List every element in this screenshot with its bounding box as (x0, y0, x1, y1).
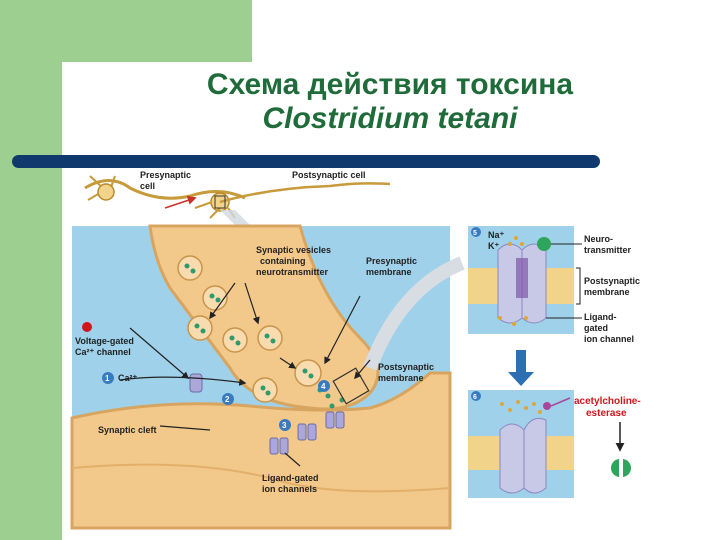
label-neurotransmitter-1: Neuro- (584, 234, 613, 244)
label-presynaptic-cell-2: cell (140, 181, 155, 191)
label-presynaptic-membrane-2: membrane (366, 267, 412, 277)
label-ligand-gated-right-3: ion channel (584, 334, 634, 344)
label-ligand-gated-bottom-1: Ligand-gated (262, 473, 319, 483)
zoom-box (332, 367, 370, 405)
label-vesicles-2: containing (260, 256, 306, 266)
label-postsynaptic-membrane-left-2: membrane (378, 373, 424, 383)
label-postsynaptic-membrane-left-1: Postsynaptic (378, 362, 434, 372)
label-vesicles-3: neurotransmitter (256, 267, 329, 277)
label-ca: Ca²⁺ (118, 373, 138, 383)
step-5-number: 5 (473, 230, 477, 237)
label-esterase-1: acetylcholine- (574, 396, 641, 407)
ligand-gated-channels (269, 411, 345, 455)
label-ligand-gated-right-2: gated (584, 323, 608, 333)
voltage-gated-channel (189, 373, 203, 393)
left-green-band (0, 0, 62, 540)
label-na: Na⁺ (488, 230, 505, 240)
label-voltage-gated-1: Voltage-gated (75, 336, 134, 346)
split-molecule-left (610, 459, 619, 477)
neuron-illustration (84, 175, 391, 219)
label-presynaptic-cell-1: Presynaptic (140, 170, 191, 180)
down-arrow-head (508, 372, 534, 386)
label-vesicles-1: Synaptic vesicles (256, 245, 331, 255)
label-esterase-2: esterase (586, 408, 627, 419)
label-ligand-gated-right-1: Ligand- (584, 312, 617, 322)
label-neurotransmitter-2: transmitter (584, 245, 632, 255)
slide-title: Схема действия токсина Clostridium tetan… (110, 68, 670, 136)
step-3-number: 3 (282, 421, 287, 430)
title-underline-bar (12, 155, 600, 168)
step-4-number: 4 (321, 382, 326, 391)
label-postsynaptic-cell: Postsynaptic cell (292, 170, 366, 180)
step-2-number: 2 (225, 395, 230, 404)
label-presynaptic-membrane-1: Presynaptic (366, 256, 417, 266)
synapse-diagram: Presynaptic cell Postsynaptic cell (70, 170, 641, 530)
label-postsynaptic-membrane-right-1: Postsynaptic (584, 276, 640, 286)
presynaptic-terminal (148, 224, 380, 411)
step-6-number: 6 (473, 394, 477, 401)
down-arrow-shaft (516, 350, 526, 372)
ca-ion-marker (82, 322, 92, 332)
zoom-arrow (363, 256, 465, 371)
label-synaptic-cleft: Synaptic cleft (98, 425, 157, 435)
step-1-number: 1 (105, 374, 110, 383)
title-line-1: Схема действия токсина (206, 68, 574, 101)
label-k: K⁺ (488, 241, 499, 251)
top-green-corner (62, 0, 252, 62)
split-molecule-right (623, 459, 632, 477)
label-voltage-gated-2: Ca²⁺ channel (75, 347, 131, 357)
step-markers: 1 2 3 4 (102, 372, 330, 431)
postsynaptic-cell-body (70, 371, 452, 530)
label-postsynaptic-membrane-right-2: membrane (584, 287, 630, 297)
title-line-2: Clostridium tetani (262, 102, 518, 135)
label-ligand-gated-bottom-2: ion channels (262, 484, 317, 494)
